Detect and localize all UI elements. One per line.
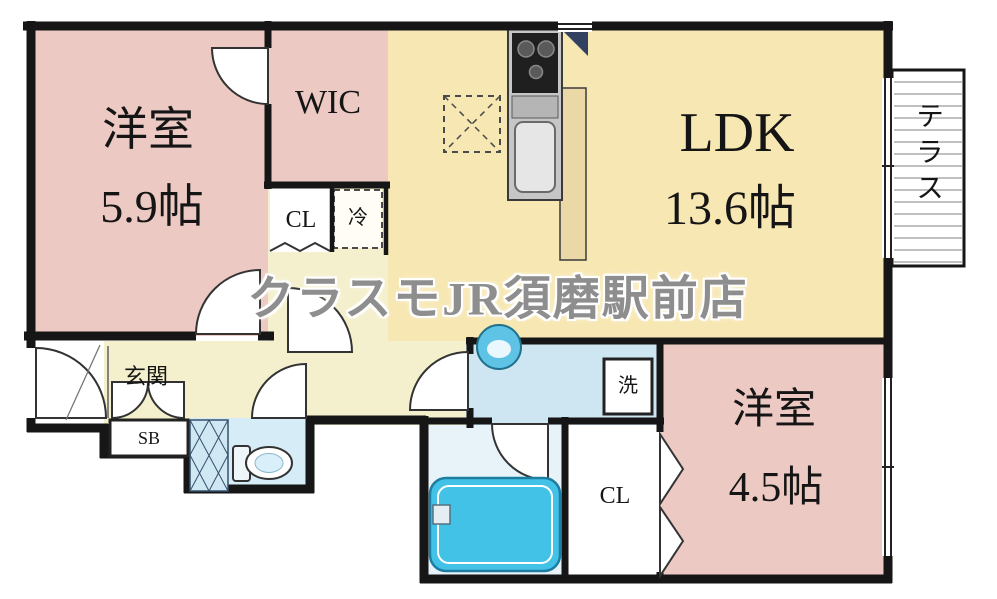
folding-door-icon bbox=[659, 430, 685, 508]
bedroom-closet-label: CL bbox=[599, 483, 631, 509]
windows bbox=[558, 21, 894, 556]
bedroom-second-floor bbox=[660, 341, 892, 583]
kitchen-unit bbox=[507, 27, 587, 261]
ldk-size: 13.6帖 bbox=[663, 182, 797, 235]
inner-walls bbox=[264, 21, 892, 583]
bathtub-icon bbox=[428, 476, 562, 573]
shoe-box bbox=[108, 418, 190, 458]
ldk-label: LDK bbox=[679, 102, 795, 164]
partition-walls bbox=[329, 183, 389, 255]
pipe-space-marker bbox=[564, 32, 588, 56]
bifold-door-icon bbox=[269, 241, 331, 253]
hall-closet-label: CL bbox=[285, 207, 317, 233]
ldk-floor bbox=[388, 22, 888, 341]
terrace bbox=[890, 68, 966, 268]
wic-floor bbox=[268, 22, 388, 185]
ldk-dashed-box bbox=[443, 95, 501, 153]
washer-space bbox=[602, 357, 654, 416]
washer-label: 洗 bbox=[618, 375, 638, 397]
entrance-label: 玄関 bbox=[123, 364, 169, 389]
folding-door-icon bbox=[659, 503, 685, 580]
entrance-details bbox=[65, 344, 190, 458]
ldk-dashed-cross bbox=[443, 95, 501, 153]
kitchen-counter bbox=[559, 87, 587, 261]
door-swings bbox=[35, 47, 549, 482]
ldk-window bbox=[882, 78, 894, 258]
bedroom-closet-floor bbox=[565, 425, 660, 583]
washbasin-icon bbox=[476, 324, 522, 370]
hall-closet-floor bbox=[270, 188, 330, 252]
kitchen-window bbox=[558, 21, 592, 32]
closet-doors bbox=[269, 241, 685, 580]
walls bbox=[23, 21, 893, 584]
store-watermark: クラスモJR須磨駅前店 bbox=[247, 273, 749, 326]
terrace-deck-lines bbox=[894, 81, 962, 263]
terrace-label: テラス bbox=[912, 101, 943, 209]
dashed-markers bbox=[333, 95, 501, 249]
toilet-window-hatch bbox=[189, 419, 229, 492]
bedroom-main-size: 5.9帖 bbox=[100, 181, 204, 232]
bedroom-second-size: 4.5帖 bbox=[728, 465, 824, 511]
outer-walls bbox=[23, 21, 893, 584]
faucet-icon bbox=[432, 504, 451, 525]
kitchen-sink-icon bbox=[514, 121, 556, 193]
shoe-box-label: SB bbox=[137, 428, 161, 448]
wic-label: WIC bbox=[294, 84, 362, 121]
refrigerator-label: 冷 bbox=[348, 207, 368, 229]
bedroom-main-label: 洋室 bbox=[102, 104, 194, 155]
toilet-icon bbox=[232, 445, 293, 482]
bedroom-second-label: 洋室 bbox=[731, 387, 817, 433]
